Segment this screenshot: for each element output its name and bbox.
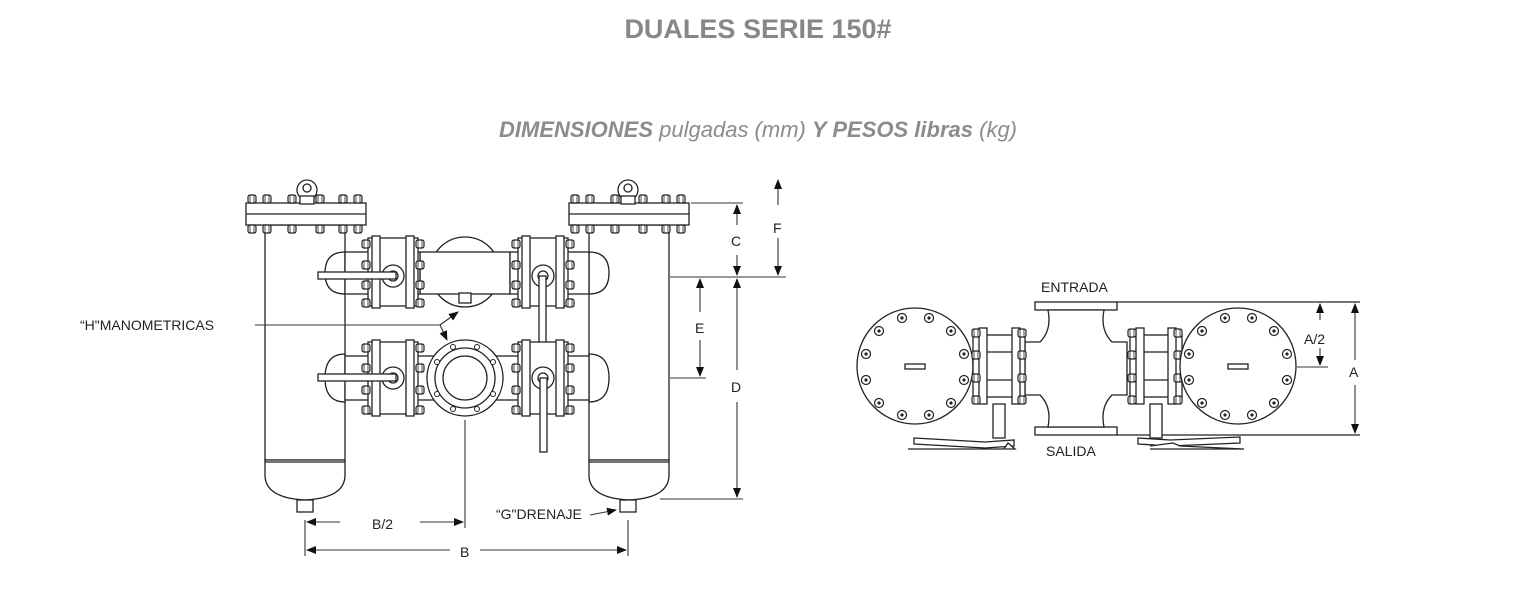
label-manometricas: “H"MANOMETRICAS	[80, 317, 214, 333]
label-b-half: B/2	[372, 516, 393, 532]
subtitle-weights: Y PESOS libras	[811, 117, 973, 142]
label-salida: SALIDA	[1046, 443, 1096, 459]
front-view: “H"MANOMETRICAS “G"DRENAJE B/2 B C F E D	[80, 179, 786, 560]
label-a: A	[1349, 364, 1359, 380]
left-valve	[908, 327, 1027, 450]
left-cover	[856, 307, 974, 425]
upper-manifold	[317, 235, 610, 365]
label-d: D	[731, 379, 741, 395]
top-view: ENTRADA SALIDA A/2 A	[856, 279, 1360, 459]
right-valve	[1127, 327, 1245, 450]
valve-handle-lower-right	[539, 377, 548, 453]
subtitle-units: pulgadas (mm)	[653, 117, 812, 142]
valve-handle-upper-left	[317, 271, 397, 280]
valve-handle-lower-left	[317, 373, 397, 382]
label-a-half: A/2	[1304, 331, 1325, 347]
right-vessel	[568, 179, 690, 513]
subtitle-weight-units: (kg)	[973, 117, 1017, 142]
page-title: DUALES SERIE 150#	[624, 14, 892, 44]
label-b: B	[460, 544, 469, 560]
subtitle-dimensions: DIMENSIONES	[499, 117, 654, 142]
left-vessel	[245, 179, 367, 513]
label-drenaje: “G"DRENAJE	[496, 506, 582, 522]
page-subtitle: DIMENSIONES pulgadas (mm) Y PESOS libras…	[0, 117, 1516, 143]
right-cover	[1179, 307, 1297, 425]
label-f: F	[773, 220, 782, 236]
label-c: C	[731, 233, 741, 249]
label-entrada: ENTRADA	[1041, 279, 1109, 295]
lower-manifold	[317, 339, 610, 453]
label-e: E	[695, 320, 704, 336]
